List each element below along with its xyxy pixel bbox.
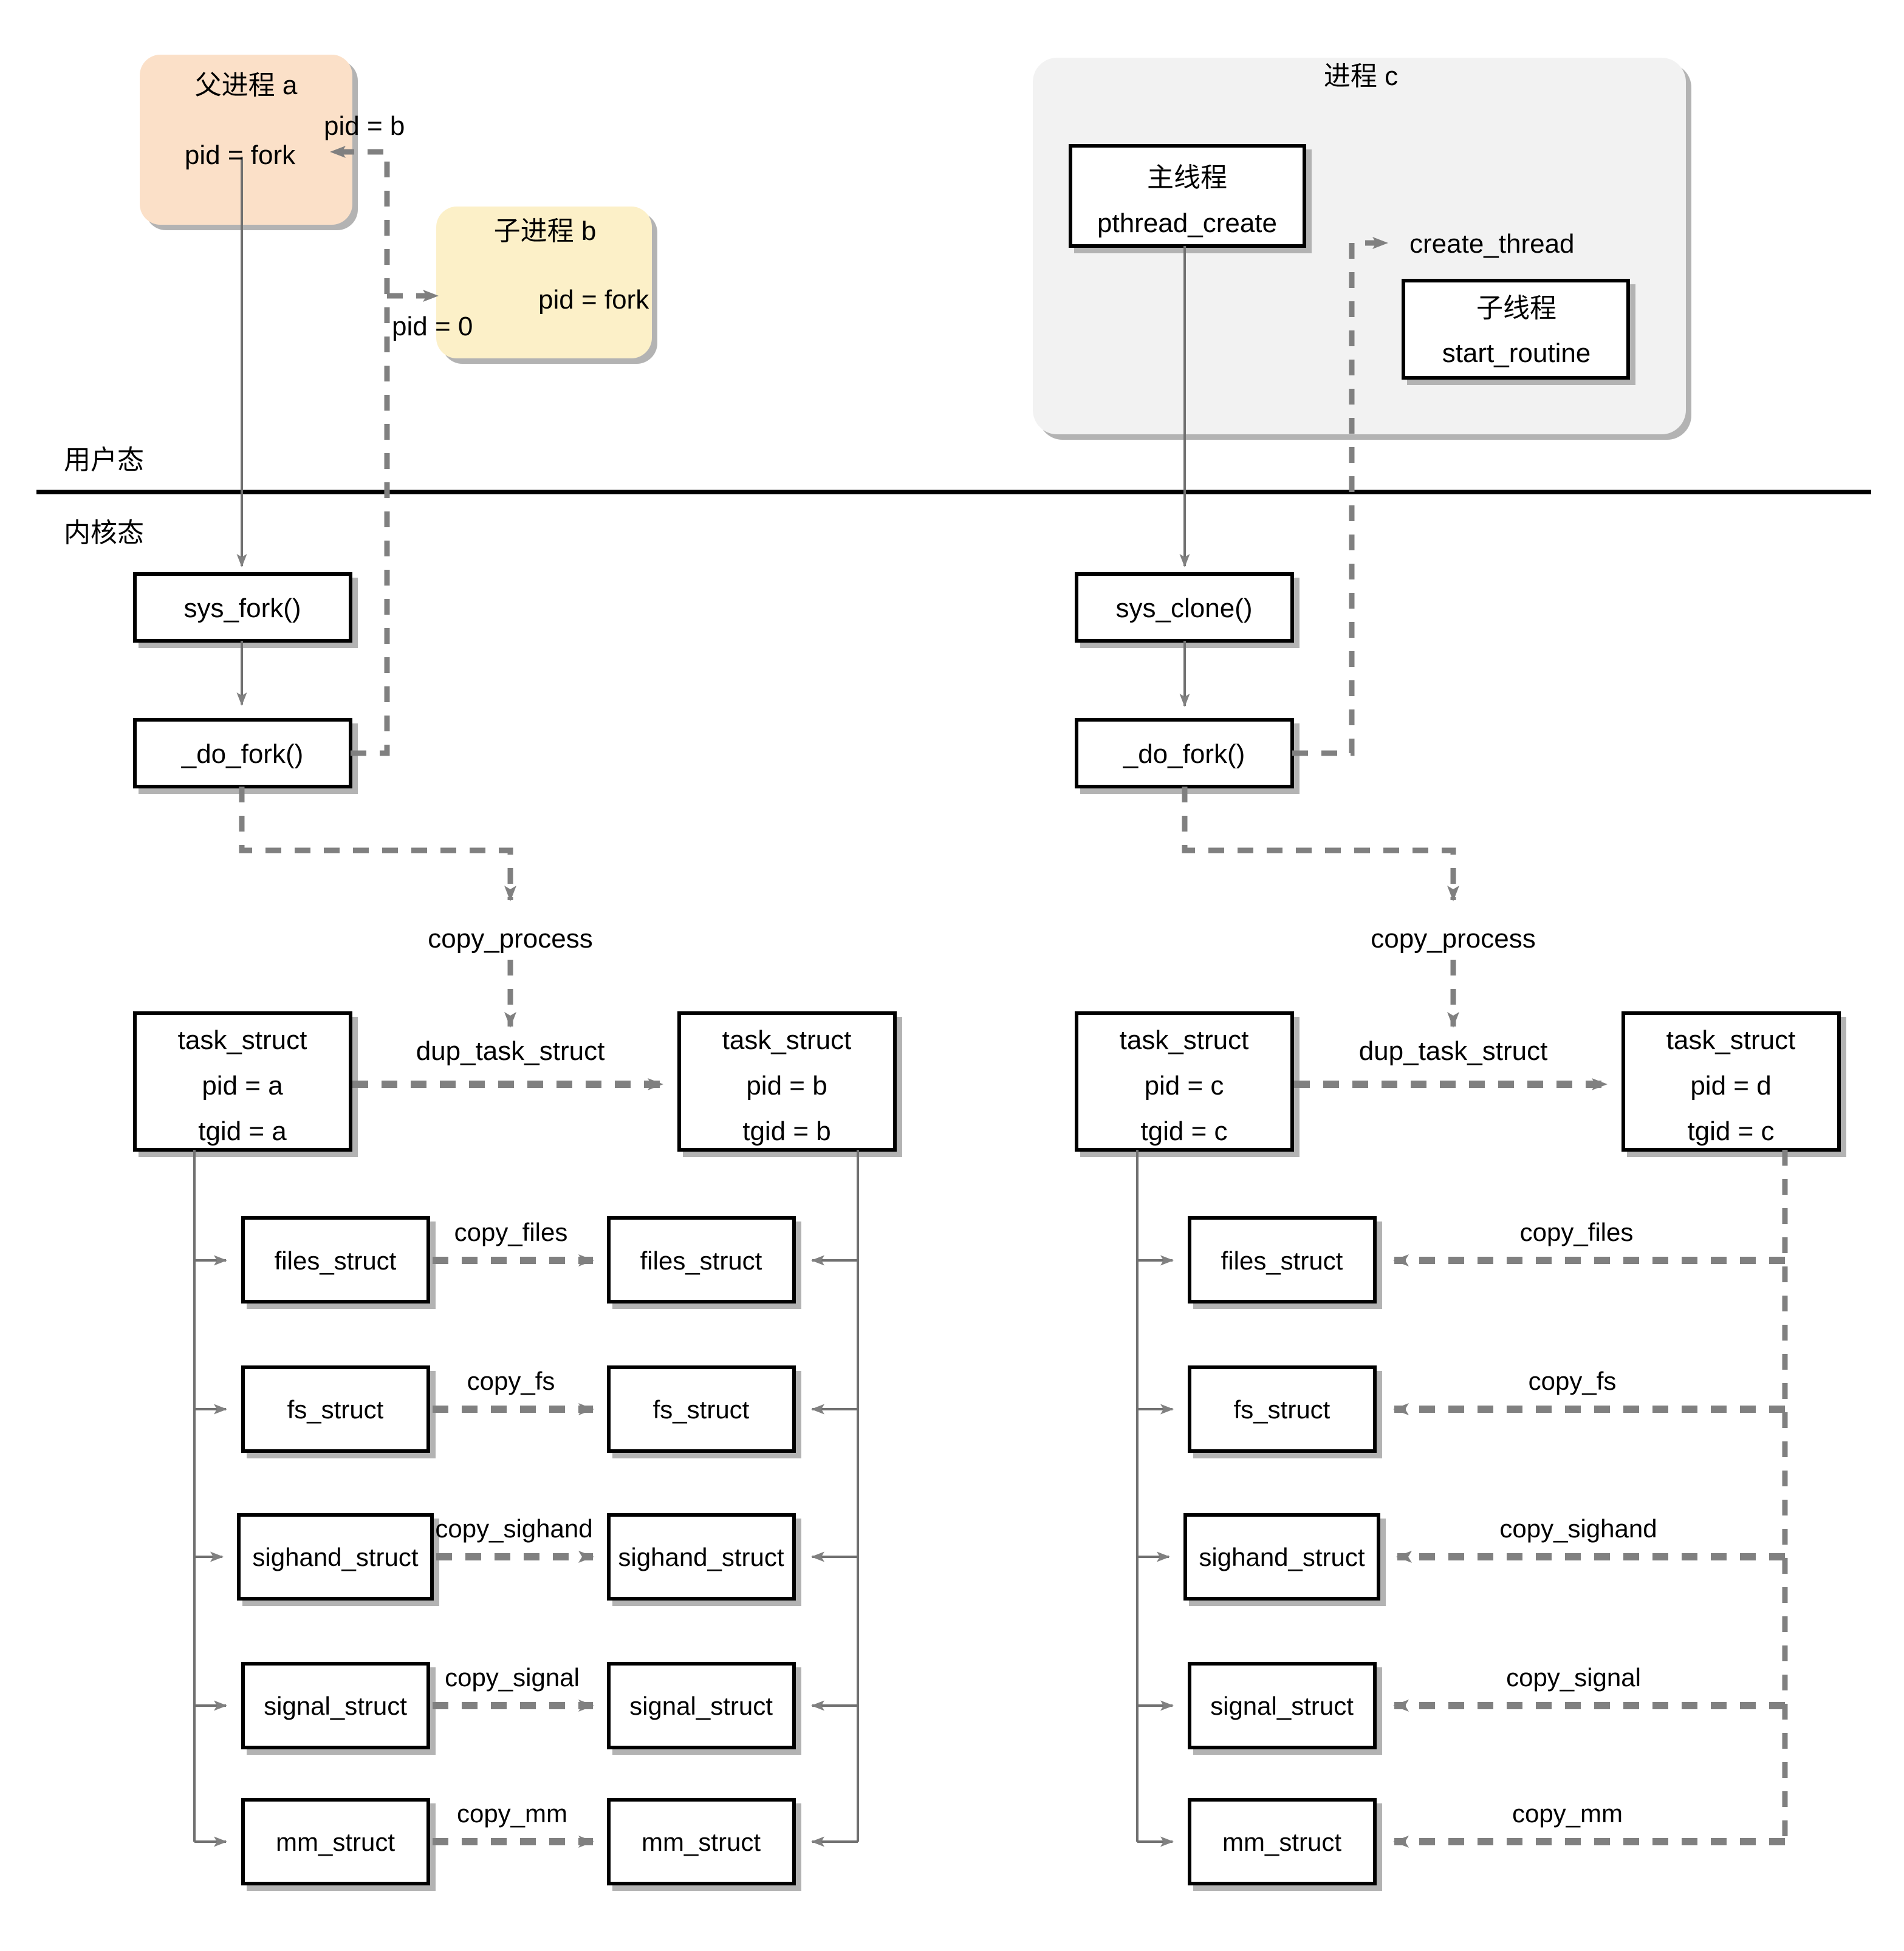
sys-clone-label: sys_clone() (1116, 593, 1253, 623)
child-thread-title: 子线程 (1476, 293, 1556, 323)
main-thread-title: 主线程 (1147, 163, 1227, 193)
task-d-tgid: tgid = c (1687, 1116, 1774, 1146)
right-row-3-left: signal_struct (1210, 1692, 1354, 1720)
child-process-title: 子进程 b (494, 216, 597, 246)
task-struct-a-box (133, 1011, 352, 1152)
right-row-4-left: mm_struct (1222, 1828, 1341, 1856)
task-struct-b-box (677, 1011, 897, 1152)
left-row-1-left: fs_struct (287, 1395, 384, 1424)
left-row-0-right: files_struct (640, 1246, 762, 1275)
task-b-tgid: tgid = b (742, 1116, 831, 1146)
copy-process-label-left: copy_process (428, 924, 592, 954)
do-fork-label-right: _do_fork() (1123, 739, 1245, 769)
main-thread-box (1069, 144, 1306, 248)
task-a-tgid: tgid = a (198, 1116, 287, 1146)
left-struct-rows (194, 1216, 858, 1885)
task-c-name: task_struct (1120, 1025, 1249, 1055)
child-thread-body: start_routine (1442, 338, 1591, 368)
parent-process-title: 父进程 a (195, 70, 298, 100)
right-row-2-label: copy_sighand (1499, 1514, 1657, 1543)
left-row-2-left: sighand_struct (252, 1543, 418, 1571)
pid-0-return-label: pid = 0 (392, 312, 473, 341)
right-row-4-label: copy_mm (1512, 1799, 1623, 1828)
right-struct-rows (1137, 1216, 1785, 1885)
copy-process-label-right: copy_process (1371, 924, 1535, 954)
task-struct-c-box (1075, 1011, 1294, 1152)
user-mode-label: 用户态 (64, 445, 144, 475)
process-c-title: 进程 c (1324, 61, 1398, 91)
child-process-body: pid = fork (538, 285, 649, 315)
right-row-1-label: copy_fs (1529, 1367, 1617, 1395)
left-row-3-right: signal_struct (629, 1692, 773, 1720)
task-b-name: task_struct (722, 1025, 852, 1055)
child-thread-box (1402, 279, 1630, 380)
left-row-4-label: copy_mm (457, 1799, 567, 1828)
right-row-1-left: fs_struct (1234, 1395, 1330, 1424)
pid-b-return-label: pid = b (324, 111, 405, 141)
main-thread-body: pthread_create (1097, 208, 1277, 238)
task-a-pid: pid = a (202, 1071, 283, 1101)
left-row-2-right: sighand_struct (618, 1543, 784, 1571)
task-d-pid: pid = d (1690, 1071, 1771, 1101)
task-d-name: task_struct (1666, 1025, 1796, 1055)
parent-process-body: pid = fork (185, 140, 296, 170)
left-row-2-label: copy_sighand (435, 1514, 592, 1543)
kernel-mode-label: 内核态 (64, 518, 144, 548)
right-row-0-left: files_struct (1221, 1246, 1343, 1275)
left-row-4-left: mm_struct (276, 1828, 395, 1856)
task-b-pid: pid = b (746, 1071, 827, 1101)
sys-clone-box (1075, 572, 1294, 643)
right-row-0-label: copy_files (1520, 1218, 1634, 1246)
left-row-0-left: files_struct (275, 1246, 397, 1275)
right-row-3-label: copy_signal (1506, 1663, 1641, 1692)
dup-task-struct-label-right: dup_task_struct (1359, 1036, 1548, 1066)
create-thread-label: create_thread (1409, 229, 1575, 259)
left-row-1-right: fs_struct (653, 1395, 750, 1424)
right-row-2-left: sighand_struct (1199, 1543, 1365, 1571)
parent-process-container (140, 55, 352, 225)
task-c-pid: pid = c (1145, 1071, 1224, 1101)
task-a-name: task_struct (178, 1025, 307, 1055)
left-row-3-left: signal_struct (264, 1692, 407, 1720)
task-struct-d-box (1621, 1011, 1841, 1152)
sys-fork-label: sys_fork() (183, 593, 301, 623)
left-row-1-label: copy_fs (467, 1367, 555, 1395)
left-row-0-label: copy_files (454, 1218, 568, 1246)
left-row-3-label: copy_signal (445, 1663, 580, 1692)
do-fork-label-left: _do_fork() (181, 739, 304, 769)
task-c-tgid: tgid = c (1140, 1116, 1227, 1146)
dup-task-struct-label-left: dup_task_struct (416, 1036, 605, 1066)
child-process-container (436, 207, 652, 358)
left-row-4-right: mm_struct (642, 1828, 761, 1856)
